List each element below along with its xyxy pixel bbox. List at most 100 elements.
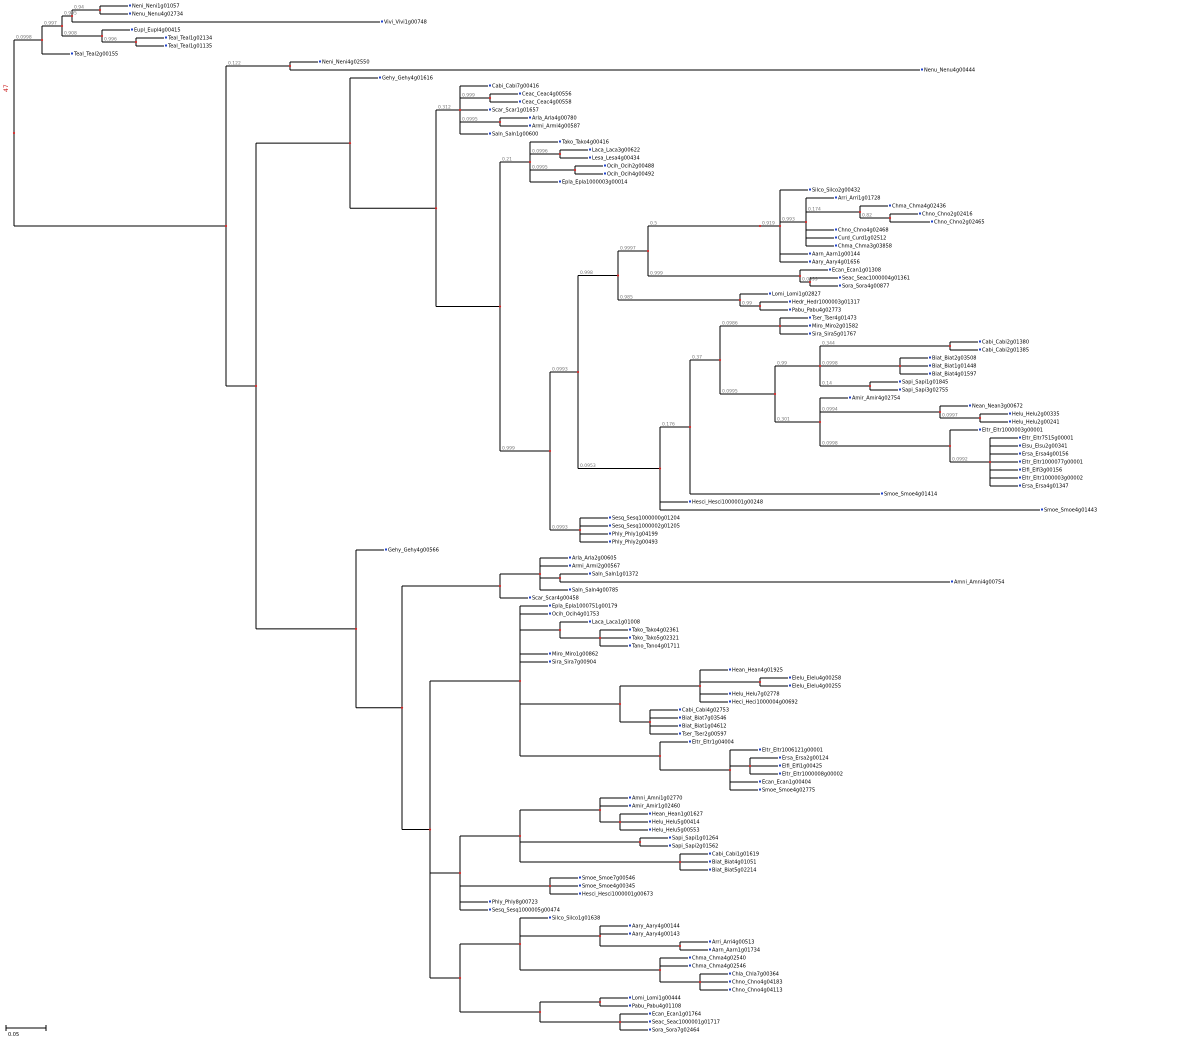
leaf-label: Biat_Biat1g01448 [932,364,976,370]
node-dot [638,840,642,844]
node-dot [458,976,462,980]
leaf-label: Eltr_Eltr1006121g00001 [762,748,823,754]
node-dot [718,358,722,362]
leaf-marker [689,956,691,959]
leaf-label: Silco_Silco2g00432 [812,188,860,194]
leaf-label: Ersa_Ersa2g00124 [782,756,829,762]
leaf-marker [589,156,591,159]
support-value: 0.9997 [620,246,636,252]
leaf-label: Biat_Biat4g01051 [712,860,756,866]
node-dot [573,168,577,172]
leaf-marker [789,300,791,303]
leaf-label: Biat_Biat2g03508 [932,356,976,362]
leaf-marker [969,404,971,407]
leaf-label: Helu_Helu2g00241 [1012,420,1060,426]
leaf-marker [789,308,791,311]
support-value: 0.985 [620,295,633,301]
leaf-marker [689,500,691,503]
leaf-label: Laca_Laca1g01008 [592,620,640,626]
node-dot [748,764,752,768]
leaf-label: Tako_Tako5g02321 [631,636,679,642]
node-dot [938,410,942,414]
support-value: 0.0993 [552,367,568,373]
leaf-label: Scar_Scar4g00458 [532,596,579,602]
support-value: 0.0995 [532,165,548,171]
leaf-label: Arla_Arla2g00605 [572,556,617,562]
leaf-marker [689,964,691,967]
support-value: 0.0992 [952,457,968,463]
node-dot [616,274,620,277]
leaf-marker [835,236,837,239]
leaf-label: Saln_Saln1g01372 [592,572,638,578]
support-value: 0.301 [777,417,790,423]
leaf-marker [929,372,931,375]
leaf-marker [809,316,811,319]
node-dot [778,324,782,328]
leaf-marker [629,1004,631,1007]
leaf-label: Sesq_Sesq1000000g01204 [612,516,680,522]
leaf-marker [729,668,731,671]
node-dot [40,38,44,42]
leaf-marker [779,764,781,767]
leaf-label: Aary_Aary4g00144 [632,924,680,930]
node-dot [738,298,742,302]
leaf-marker [881,492,883,495]
node-dot [548,884,552,888]
node-dot [618,820,622,824]
support-value: 0.99 [777,361,787,367]
node-dot [858,210,862,214]
node-dot [60,24,64,28]
leaf-marker [929,356,931,359]
leaf-marker [809,188,811,191]
leaf-marker [649,812,651,815]
leaf-marker [709,860,711,863]
node-dot [778,224,782,228]
node-dot [548,449,552,453]
leaf-label: Tako_Tako4g00416 [561,140,609,146]
node-dot [678,944,682,948]
leaf-label: Epla_Epla1000003g00014 [562,180,627,186]
support-value: 0.0996 [532,149,548,155]
leaf-marker [1019,484,1021,487]
leaf-label: Sira_Sira5g01767 [812,332,856,338]
node-dot [808,280,812,284]
leaf-label: Sapi_Sapi2g01562 [672,844,718,850]
leaf-label: Nean_Nean3g00672 [972,404,1023,410]
leaf-label: Saln_Saln1g00600 [492,132,538,138]
leaf-label: Miro_Miro2g01582 [812,324,858,330]
leaf-marker [629,924,631,927]
leaf-marker [809,252,811,255]
leaf-label: Curd_Curd1g02512 [838,236,886,242]
leaf-marker [589,148,591,151]
node-dot [678,860,682,864]
leaf-marker [1019,460,1021,463]
leaf-marker [729,692,731,695]
leaf-marker [679,724,681,727]
leaf-label: Gehy_Gehy4g00566 [388,548,439,554]
leaf-label: Vivi_Vivi1g00748 [384,20,427,26]
leaf-label: Armi_Armi2g00567 [572,564,620,570]
node-dot [12,131,16,135]
leaf-label: Tano_Tano4g01711 [631,644,680,650]
node-dot [773,392,777,396]
leaf-label: Biat_Biat5g02214 [712,868,756,874]
leaf-marker [809,260,811,263]
node-dot [100,34,104,38]
leaf-marker [729,972,731,975]
leaf-marker [569,564,571,567]
support-value: 0.176 [662,422,675,428]
node-dot [70,14,74,18]
support-value: 0.919 [762,221,775,227]
leaf-marker [921,68,923,71]
leaf-label: Neni_Neni1g01057 [132,4,180,10]
leaf-label: Sapi_Sapi3g02755 [902,388,948,394]
leaf-marker [1019,436,1021,439]
node-dot [888,216,892,220]
node-dot [578,528,582,532]
leaf-marker [679,732,681,735]
leaf-marker [604,164,606,167]
leaf-label: Cabi_Cabi1g01619 [712,852,759,858]
leaf-marker [385,548,387,551]
node-dot [658,754,662,758]
leaf-marker [165,44,167,47]
